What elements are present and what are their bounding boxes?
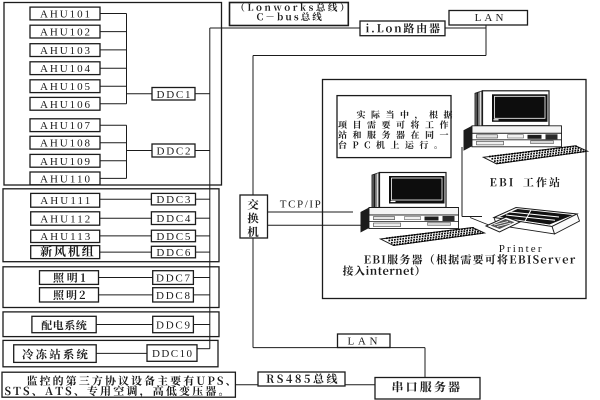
svg-text:DDC6: DDC6 <box>156 247 191 259</box>
svg-text:AHU105: AHU105 <box>40 81 91 93</box>
svg-text:AHU113: AHU113 <box>40 231 91 243</box>
svg-text:DDC2: DDC2 <box>157 146 191 158</box>
svg-text:DDC5: DDC5 <box>156 231 191 243</box>
svg-text:DDC7: DDC7 <box>156 273 191 285</box>
svg-text:LAN: LAN <box>475 12 504 24</box>
svg-text:DDC3: DDC3 <box>156 194 191 206</box>
svg-text:AHU107: AHU107 <box>40 120 91 132</box>
svg-text:AHU110: AHU110 <box>40 173 91 185</box>
svg-text:AHU109: AHU109 <box>40 156 91 168</box>
svg-text:TCP/IP: TCP/IP <box>280 199 321 211</box>
svg-text:LAN: LAN <box>348 336 378 348</box>
svg-text:AHU102: AHU102 <box>40 27 90 39</box>
svg-text:AHU101: AHU101 <box>40 9 90 21</box>
svg-text:DDC1: DDC1 <box>157 89 191 101</box>
svg-text:AHU111: AHU111 <box>40 195 90 207</box>
svg-text:DDC8: DDC8 <box>156 290 191 302</box>
svg-text:AHU108: AHU108 <box>40 138 91 150</box>
svg-text:AHU112: AHU112 <box>40 213 90 225</box>
svg-text:AHU104: AHU104 <box>40 63 91 75</box>
svg-text:AHU103: AHU103 <box>40 45 91 57</box>
svg-text:AHU106: AHU106 <box>40 99 91 111</box>
svg-text:DDC4: DDC4 <box>156 213 191 225</box>
svg-text:DDC9: DDC9 <box>156 320 191 332</box>
svg-text:Printer: Printer <box>499 243 542 255</box>
svg-text:DDC10: DDC10 <box>152 348 193 360</box>
